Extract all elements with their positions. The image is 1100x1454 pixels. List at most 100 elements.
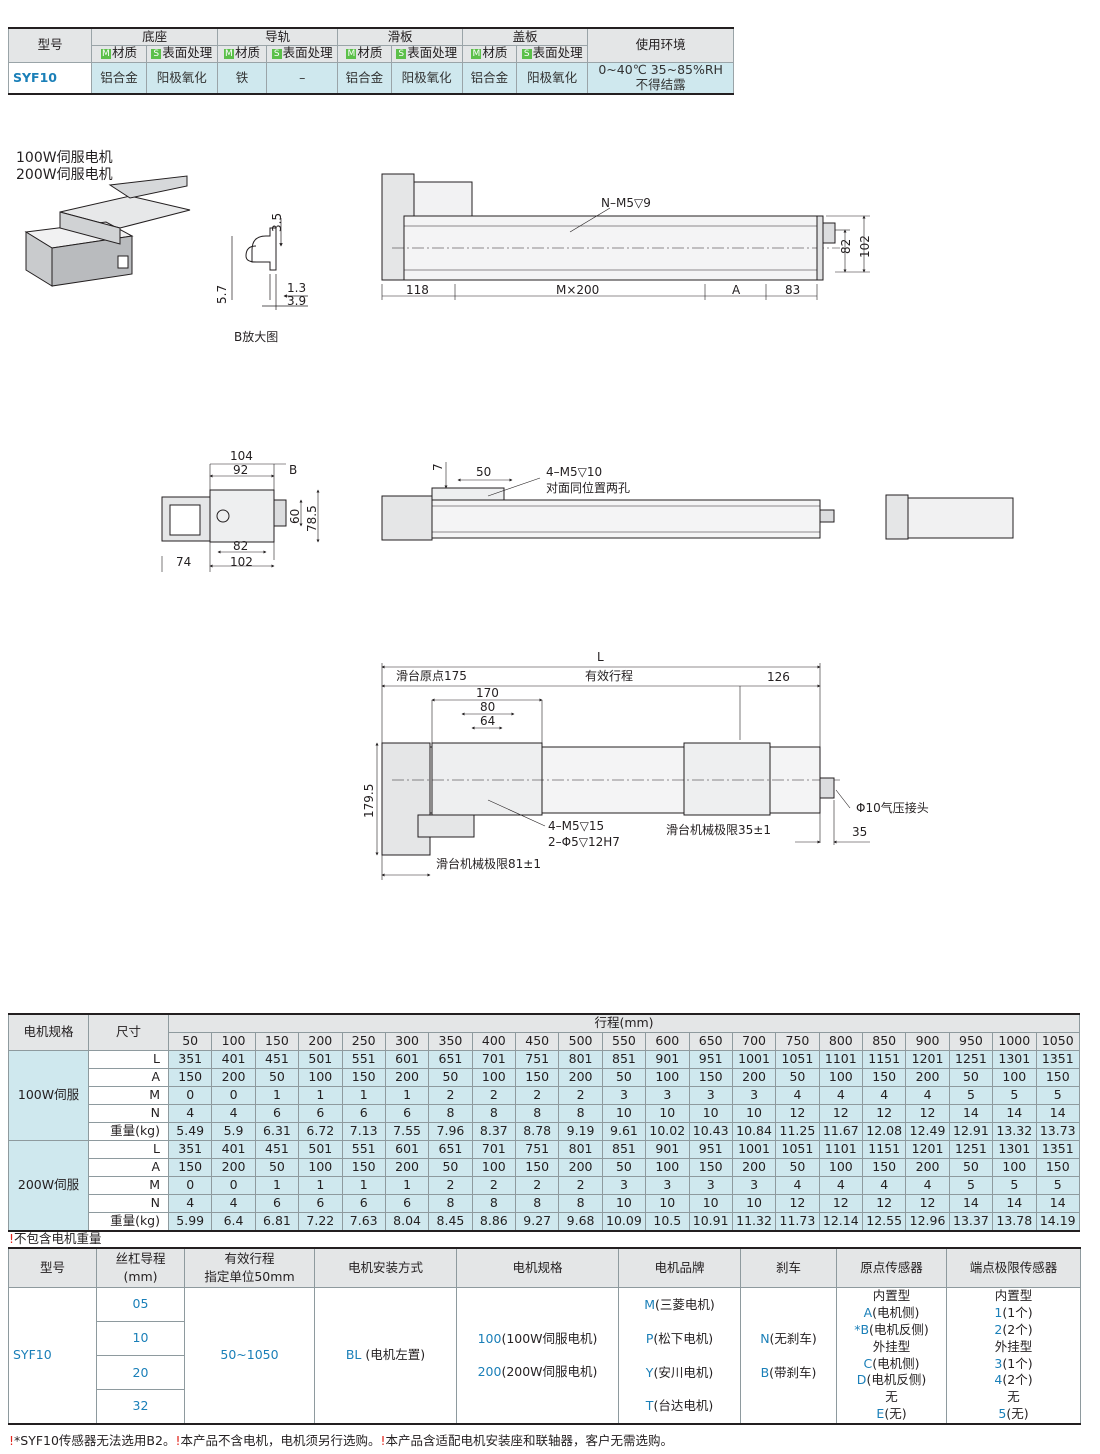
value-cell: 5 bbox=[992, 1176, 1037, 1195]
dim-label: B bbox=[289, 463, 297, 477]
value-cell: 6 bbox=[341, 1194, 386, 1213]
dim-label: 有效行程 bbox=[585, 668, 633, 683]
value-cell: 7.96 bbox=[428, 1122, 473, 1141]
value-cell: 200 bbox=[384, 1158, 430, 1177]
value-cell: 150 bbox=[514, 1158, 560, 1177]
value-cell: 2 bbox=[428, 1176, 473, 1195]
stroke-header: 650 bbox=[688, 1032, 733, 1051]
b-detail-caption: B放大图 bbox=[234, 329, 278, 344]
stroke-header: 750 bbox=[775, 1032, 820, 1051]
header-base: 底座 bbox=[91, 27, 218, 46]
value-cell: 3 bbox=[731, 1086, 777, 1105]
value-cell: 100 bbox=[645, 1158, 690, 1177]
value-cell: 9.19 bbox=[558, 1122, 603, 1141]
bottom-view bbox=[375, 663, 870, 880]
model-cell: SYF10 bbox=[7, 61, 93, 95]
value-cell: 11.32 bbox=[731, 1212, 777, 1232]
motor-group-label: 100W伺服 bbox=[8, 1050, 89, 1141]
value-cell: 6 bbox=[341, 1104, 386, 1123]
value-cell: 1101 bbox=[818, 1140, 864, 1159]
spec-note: !不包含电机重量 bbox=[9, 1231, 102, 1246]
stroke-header: 400 bbox=[471, 1032, 517, 1051]
limit-sensor-options: 内置型 1(1个) 2(2个) 外挂型 3(1个) 4(2个) 无 5(无) bbox=[946, 1287, 1081, 1425]
value-cell: 7.13 bbox=[341, 1122, 386, 1141]
motor-label-2: 200W伺服电机 bbox=[16, 167, 113, 183]
material-cell: 铁 bbox=[216, 61, 268, 95]
value-cell: 100 bbox=[298, 1158, 343, 1177]
value-cell: 751 bbox=[514, 1140, 560, 1159]
row-label: A bbox=[88, 1068, 169, 1087]
value-cell: 5.9 bbox=[211, 1122, 256, 1141]
header-lead: 丝杠导程(mm) bbox=[96, 1247, 185, 1288]
header-limit-sensor: 端点极限传感器 bbox=[946, 1247, 1081, 1288]
value-cell: 150 bbox=[341, 1068, 386, 1087]
value-cell: 11.73 bbox=[775, 1212, 820, 1232]
value-cell: 651 bbox=[428, 1050, 473, 1069]
dim-label: 滑台原点175 bbox=[396, 668, 467, 683]
value-cell: 6.81 bbox=[254, 1212, 300, 1232]
value-cell: 6 bbox=[298, 1194, 343, 1213]
value-cell: 10 bbox=[688, 1194, 733, 1213]
value-cell: 10 bbox=[601, 1104, 647, 1123]
value-cell: 50 bbox=[254, 1068, 300, 1087]
value-cell: 8 bbox=[428, 1194, 473, 1213]
stroke-header: 900 bbox=[905, 1032, 950, 1051]
value-cell: 10 bbox=[645, 1194, 690, 1213]
value-cell: 9.68 bbox=[558, 1212, 603, 1232]
value-cell: 150 bbox=[514, 1068, 560, 1087]
value-cell: 50 bbox=[601, 1158, 647, 1177]
value-cell: 2 bbox=[558, 1176, 603, 1195]
header-motor-spec: 电机规格 bbox=[456, 1247, 619, 1288]
value-cell: 100 bbox=[471, 1158, 517, 1177]
value-cell: 701 bbox=[471, 1050, 517, 1069]
value-cell: 3 bbox=[601, 1086, 647, 1105]
value-cell: 14 bbox=[1035, 1194, 1080, 1213]
value-cell: 200 bbox=[558, 1068, 603, 1087]
value-cell: 2 bbox=[514, 1086, 560, 1105]
value-cell: 100 bbox=[818, 1158, 864, 1177]
value-cell: 9.61 bbox=[601, 1122, 647, 1141]
row-label: A bbox=[88, 1158, 169, 1177]
dim-label: 3.5 bbox=[270, 213, 284, 232]
value-cell: 4 bbox=[818, 1086, 864, 1105]
value-cell: 951 bbox=[688, 1050, 733, 1069]
origin-sensor-options: 内置型 A(电机侧) *B(电机反侧) 外挂型 C(电机侧) D(电机反侧) 无… bbox=[836, 1287, 947, 1425]
value-cell: 351 bbox=[167, 1050, 213, 1069]
dim-label: 102 bbox=[230, 555, 253, 569]
value-cell: 14 bbox=[1035, 1104, 1080, 1123]
value-cell: 150 bbox=[688, 1068, 733, 1087]
value-cell: 851 bbox=[601, 1140, 647, 1159]
value-cell: 12 bbox=[905, 1104, 950, 1123]
value-cell: 1351 bbox=[1035, 1140, 1080, 1159]
header-size: 尺寸 bbox=[88, 1013, 169, 1051]
value-cell: 5.49 bbox=[167, 1122, 213, 1141]
value-cell: 200 bbox=[211, 1068, 256, 1087]
value-cell: 1201 bbox=[905, 1050, 950, 1069]
value-cell: 150 bbox=[167, 1068, 213, 1087]
isometric-product-image bbox=[24, 175, 191, 287]
value-cell: 3 bbox=[731, 1176, 777, 1195]
value-cell: 5.99 bbox=[167, 1212, 213, 1232]
value-cell: 1051 bbox=[775, 1050, 820, 1069]
dim-label: 5.7 bbox=[215, 285, 229, 304]
value-cell: 4 bbox=[211, 1104, 256, 1123]
b-detail-view bbox=[231, 218, 308, 310]
value-cell: 150 bbox=[1035, 1068, 1080, 1087]
value-cell: 1 bbox=[384, 1176, 430, 1195]
value-cell: 150 bbox=[167, 1158, 213, 1177]
dim-label: 179.5 bbox=[362, 784, 376, 818]
value-cell: 50 bbox=[775, 1068, 820, 1087]
dim-label: N–M5▽9 bbox=[601, 196, 651, 210]
dim-label: 1.3 bbox=[287, 281, 306, 295]
value-cell: 150 bbox=[688, 1158, 733, 1177]
stroke-header: 700 bbox=[731, 1032, 777, 1051]
value-cell: 501 bbox=[298, 1140, 343, 1159]
